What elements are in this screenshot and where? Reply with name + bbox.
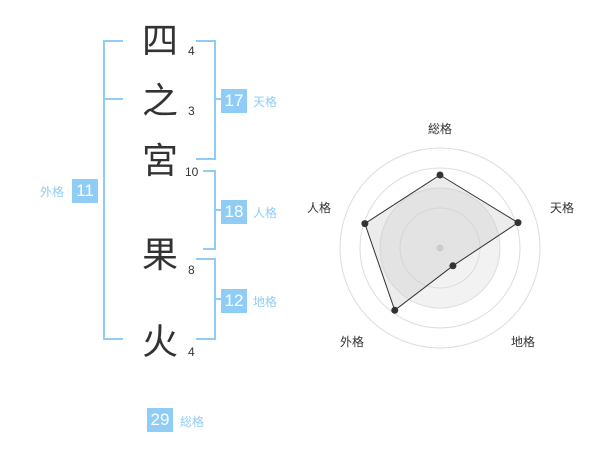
name-char-2: 之 xyxy=(142,81,179,122)
radar-label-gaikaku: 外格 xyxy=(340,335,365,349)
soukaku-label: 総格 xyxy=(180,415,205,429)
name-char-4: 果 xyxy=(142,235,179,276)
radar-point-4 xyxy=(391,306,399,314)
tenkaku-label: 天格 xyxy=(253,95,278,109)
soukaku-value: 29 xyxy=(147,408,173,432)
name-char-2-strokes: 3 xyxy=(188,104,195,118)
radar-point-2 xyxy=(514,219,522,227)
radar-center-point xyxy=(436,244,444,252)
radar-label-tenkaku: 天格 xyxy=(550,201,575,215)
name-char-4-strokes: 8 xyxy=(188,263,195,277)
gaikaku-bracket-tick xyxy=(103,98,123,100)
tenkaku-bracket xyxy=(196,40,216,160)
radar-point-3 xyxy=(449,262,457,270)
gaikaku-label: 外格 xyxy=(40,185,65,199)
radar-ring xyxy=(359,167,521,329)
radar-series-polygon xyxy=(364,174,519,312)
jinkaku-value: 18 xyxy=(221,200,247,224)
radar-point-5 xyxy=(361,220,369,228)
gaikaku-value: 11 xyxy=(72,179,98,203)
gaikaku-bracket-tick-bottom xyxy=(103,338,123,340)
tenkaku-bracket-tick xyxy=(214,98,224,100)
radar-label-jinkaku: 人格 xyxy=(307,201,332,215)
name-char-1: 四 xyxy=(142,21,179,62)
jinkaku-label: 人格 xyxy=(253,206,278,220)
chikaku-bracket-tick xyxy=(214,298,224,300)
name-char-3-strokes: 10 xyxy=(185,165,199,179)
name-char-5-strokes: 4 xyxy=(188,345,195,359)
radar-ring xyxy=(339,147,541,349)
jinkaku-bracket-tick xyxy=(214,209,224,211)
tenkaku-value: 17 xyxy=(221,89,247,113)
radar-label-chikaku: 地格 xyxy=(511,335,536,349)
radar-ring xyxy=(379,187,501,309)
name-char-5: 火 xyxy=(142,322,179,363)
radar-point-1 xyxy=(436,171,444,179)
name-char-3: 宮 xyxy=(142,141,179,182)
chikaku-value: 12 xyxy=(221,289,247,313)
radar-label-soukaku: 総格 xyxy=(428,122,453,136)
name-char-1-strokes: 4 xyxy=(188,44,195,58)
chikaku-label: 地格 xyxy=(253,295,278,309)
